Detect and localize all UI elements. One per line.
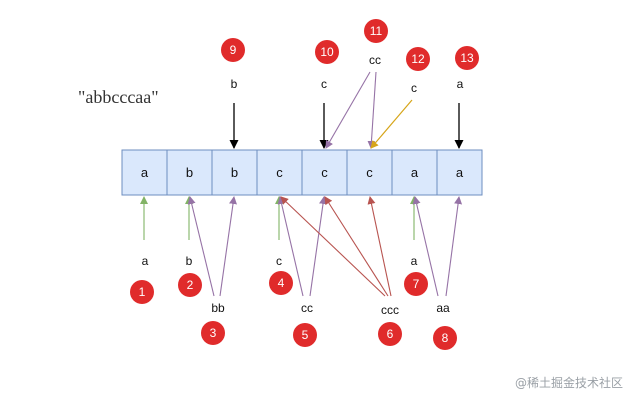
- badge-3-number: 3: [210, 326, 217, 340]
- arrow-6c: [367, 196, 392, 297]
- top-label-9: b: [231, 77, 238, 91]
- badge-8-number: 8: [442, 331, 449, 345]
- cell-2-label: b: [231, 165, 238, 180]
- bottom-arrows: [140, 196, 463, 297]
- top-labels: b c cc c a: [231, 53, 464, 95]
- badge-11-number: 11: [370, 24, 383, 38]
- arrow-8a: [412, 196, 439, 297]
- arrow-6a: [280, 196, 386, 297]
- badge-2: [178, 273, 202, 297]
- cell-7: [436, 149, 483, 196]
- badge-7: [404, 272, 428, 296]
- badge-12-number: 12: [411, 52, 425, 66]
- cell-3-label: c: [276, 165, 283, 180]
- arrow-5a: [277, 196, 304, 297]
- badge-10-number: 10: [320, 45, 334, 59]
- badge-6-number: 6: [387, 327, 394, 341]
- badge-1-number: 1: [139, 285, 146, 299]
- cell-1-label: b: [186, 165, 193, 180]
- cell-row: a b b c c c a a: [121, 149, 483, 196]
- bottom-label-4: c: [276, 254, 282, 268]
- arrow-5b: [309, 196, 327, 297]
- cell-0: [121, 149, 168, 196]
- badge-4: [269, 271, 293, 295]
- badge-8: [433, 326, 457, 350]
- badge-5-number: 5: [302, 328, 309, 342]
- badge-13-number: 13: [460, 51, 474, 65]
- badge-12: [406, 47, 430, 71]
- arrow-6b: [324, 196, 389, 297]
- bottom-label-3: bb: [211, 301, 225, 315]
- badge-13: [455, 46, 479, 70]
- cell-0-label: a: [141, 165, 149, 180]
- cell-6-label: a: [411, 165, 419, 180]
- arrow-3a: [187, 196, 215, 297]
- cell-4: [301, 149, 348, 196]
- badge-2-number: 2: [187, 278, 194, 292]
- badge-4-number: 4: [278, 276, 285, 290]
- cell-1: [166, 149, 213, 196]
- string-title: "abbcccaa": [78, 87, 159, 107]
- bottom-label-7: a: [411, 254, 418, 268]
- badge-6: [378, 322, 402, 346]
- badge-3: [201, 321, 225, 345]
- bottom-label-6: ccc: [381, 303, 399, 317]
- badge-7-number: 7: [413, 277, 420, 291]
- badge-10: [315, 40, 339, 64]
- bottom-label-5: cc: [301, 301, 313, 315]
- top-arrows: [229, 71, 464, 149]
- top-label-10: c: [321, 77, 327, 91]
- arrow-11a: [325, 71, 371, 149]
- bottom-label-2: b: [186, 254, 193, 268]
- bottom-labels: a b bb c cc ccc a aa: [142, 254, 450, 317]
- badge-5: [293, 323, 317, 347]
- arrow-11b: [367, 71, 377, 149]
- badge-1: [130, 280, 154, 304]
- number-badges: 9 10 11 12 13 1 2 3 4 5 6 7 8: [130, 19, 479, 350]
- bottom-label-1: a: [142, 254, 149, 268]
- arrow-3b: [219, 196, 237, 297]
- top-label-13: a: [457, 77, 464, 91]
- cell-6: [391, 149, 438, 196]
- bottom-label-8: aa: [436, 301, 450, 315]
- cell-5: [346, 149, 393, 196]
- top-label-11: cc: [369, 53, 381, 67]
- watermark: @稀土掘金技术社区: [514, 376, 623, 390]
- cell-2: [211, 149, 258, 196]
- cell-7-label: a: [456, 165, 464, 180]
- badge-9: [221, 38, 245, 62]
- arrow-8b: [445, 196, 463, 297]
- arrow-12: [370, 99, 413, 149]
- top-label-12: c: [411, 81, 417, 95]
- badge-9-number: 9: [230, 43, 237, 57]
- cell-5-label: c: [366, 165, 373, 180]
- cell-4-label: c: [321, 165, 328, 180]
- badge-11: [364, 19, 388, 43]
